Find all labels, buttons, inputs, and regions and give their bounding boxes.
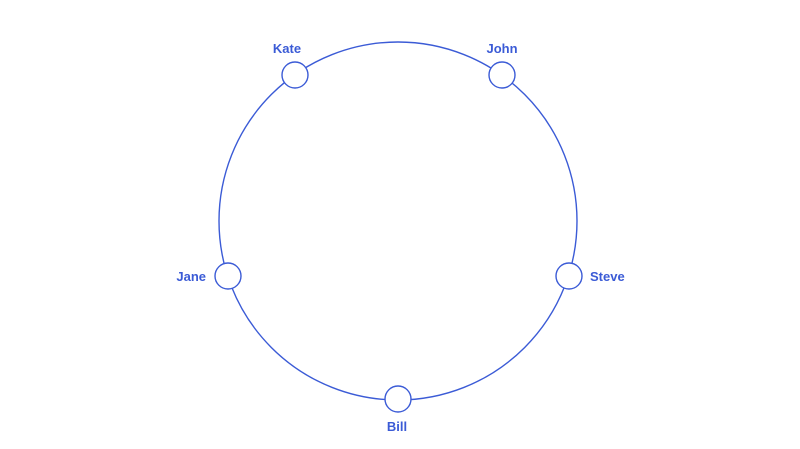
node-jane-label: Jane: [176, 269, 206, 284]
node-kate-label: Kate: [273, 41, 301, 56]
node-steve[interactable]: Steve: [555, 262, 625, 290]
node-john-circle[interactable]: [488, 61, 516, 89]
node-kate[interactable]: Kate: [273, 41, 309, 89]
node-bill-label: Bill: [387, 419, 407, 434]
node-jane-circle[interactable]: [214, 262, 242, 290]
node-bill[interactable]: Bill: [384, 385, 412, 434]
node-john-label: John: [486, 41, 517, 56]
node-bill-circle[interactable]: [384, 385, 412, 413]
node-kate-circle[interactable]: [281, 61, 309, 89]
node-jane[interactable]: Jane: [176, 262, 242, 290]
ring-circle: [218, 41, 578, 401]
node-john[interactable]: John: [486, 41, 518, 89]
node-steve-circle[interactable]: [555, 262, 583, 290]
node-steve-label: Steve: [590, 269, 625, 284]
